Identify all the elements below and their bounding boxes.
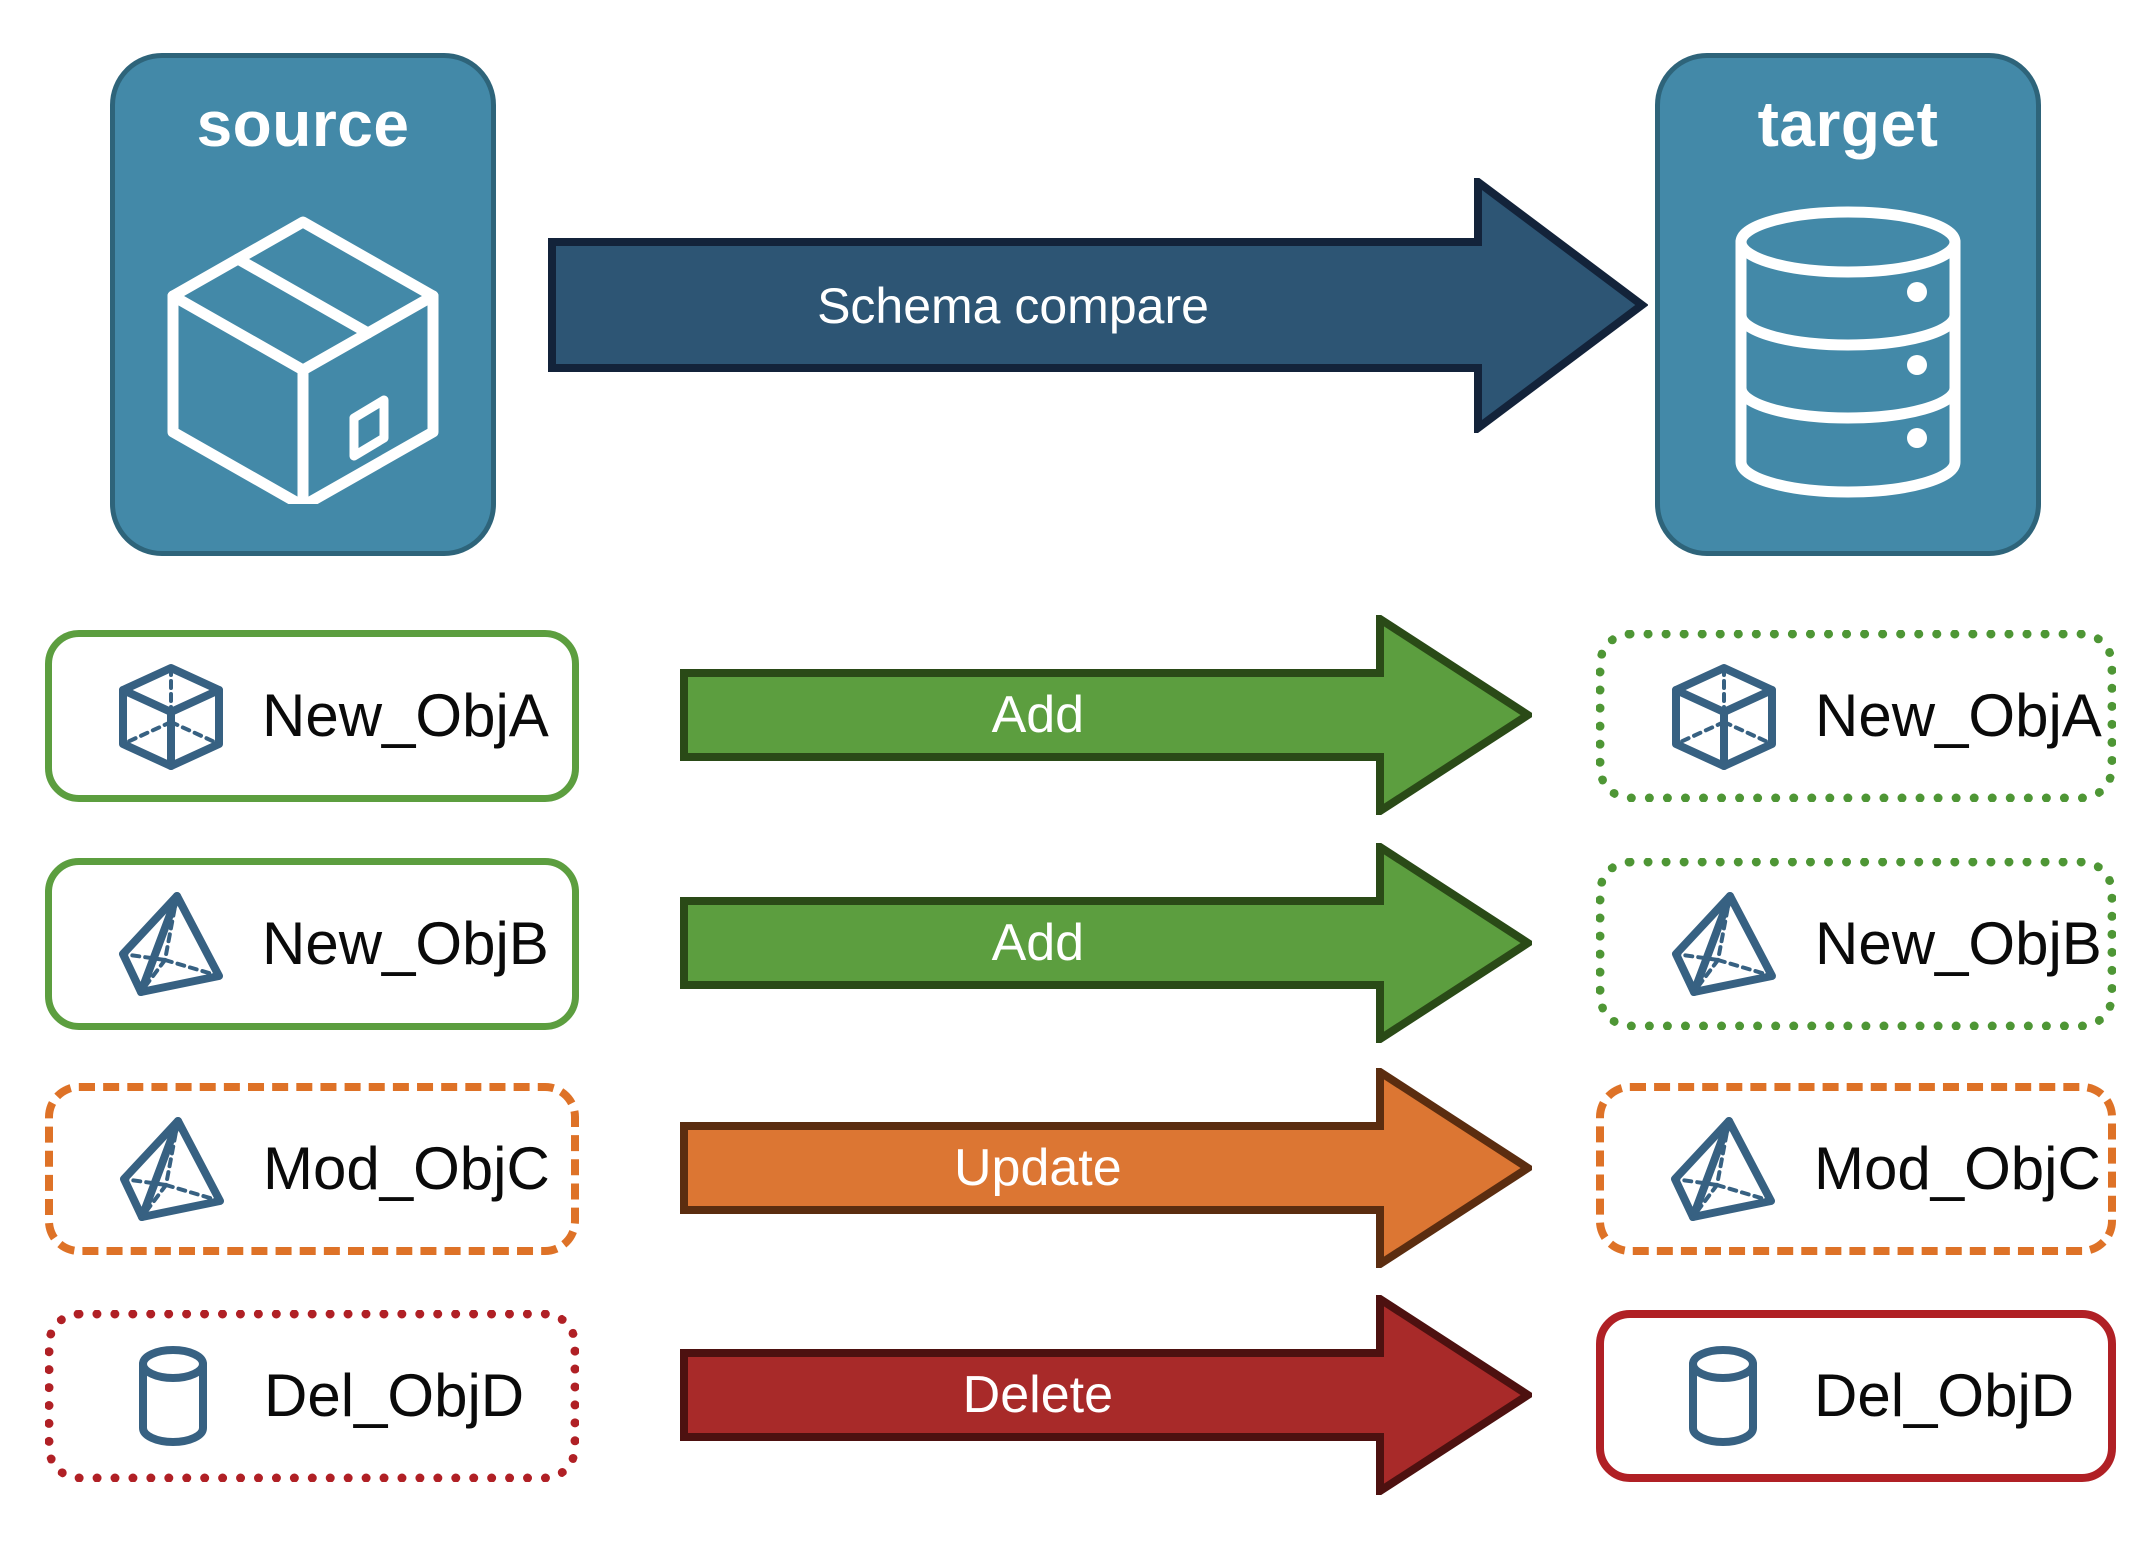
- source-object-card[interactable]: New_ObjB: [45, 858, 579, 1030]
- add-action-arrow[interactable]: Add: [680, 839, 1536, 1047]
- wireframe-cylinder-icon: [1664, 1337, 1782, 1455]
- wireframe-pyramid-icon: [1665, 885, 1783, 1003]
- source-object-name: Del_ObjD: [264, 1362, 525, 1429]
- wireframe-cube-icon: [112, 657, 230, 775]
- target-title: target: [1757, 88, 1939, 160]
- source-object-name: Mod_ObjC: [263, 1135, 550, 1202]
- schema-compare-arrow[interactable]: Schema compare: [548, 174, 1649, 436]
- target-object-card[interactable]: New_ObjB: [1596, 858, 2116, 1030]
- source-object-name: New_ObjA: [262, 682, 549, 749]
- target-object-name: Mod_ObjC: [1814, 1135, 2101, 1202]
- target-object-card[interactable]: Mod_ObjC: [1596, 1083, 2116, 1255]
- wireframe-pyramid-icon: [112, 885, 230, 1003]
- source-endpoint-card[interactable]: source: [110, 53, 496, 556]
- wireframe-cylinder-icon: [114, 1337, 232, 1455]
- source-title: source: [196, 88, 410, 160]
- delete-action-arrow[interactable]: Delete: [680, 1291, 1536, 1499]
- target-endpoint-card[interactable]: target: [1655, 53, 2041, 556]
- target-object-name: Del_ObjD: [1814, 1362, 2075, 1429]
- target-object-name: New_ObjB: [1815, 910, 2102, 977]
- package-box-icon: [115, 156, 491, 551]
- source-object-card[interactable]: Del_ObjD: [45, 1310, 579, 1482]
- source-object-name: New_ObjB: [262, 910, 549, 977]
- wireframe-cube-icon: [1665, 657, 1783, 775]
- update-action-arrow[interactable]: Update: [680, 1064, 1536, 1272]
- database-cylinder-icon: [1660, 156, 2036, 551]
- source-object-card[interactable]: Mod_ObjC: [45, 1083, 579, 1255]
- wireframe-pyramid-icon: [113, 1110, 231, 1228]
- target-object-card[interactable]: New_ObjA: [1596, 630, 2116, 802]
- target-object-card[interactable]: Del_ObjD: [1596, 1310, 2116, 1482]
- source-object-card[interactable]: New_ObjA: [45, 630, 579, 802]
- target-object-name: New_ObjA: [1815, 682, 2102, 749]
- wireframe-pyramid-icon: [1664, 1110, 1782, 1228]
- add-action-arrow[interactable]: Add: [680, 611, 1536, 819]
